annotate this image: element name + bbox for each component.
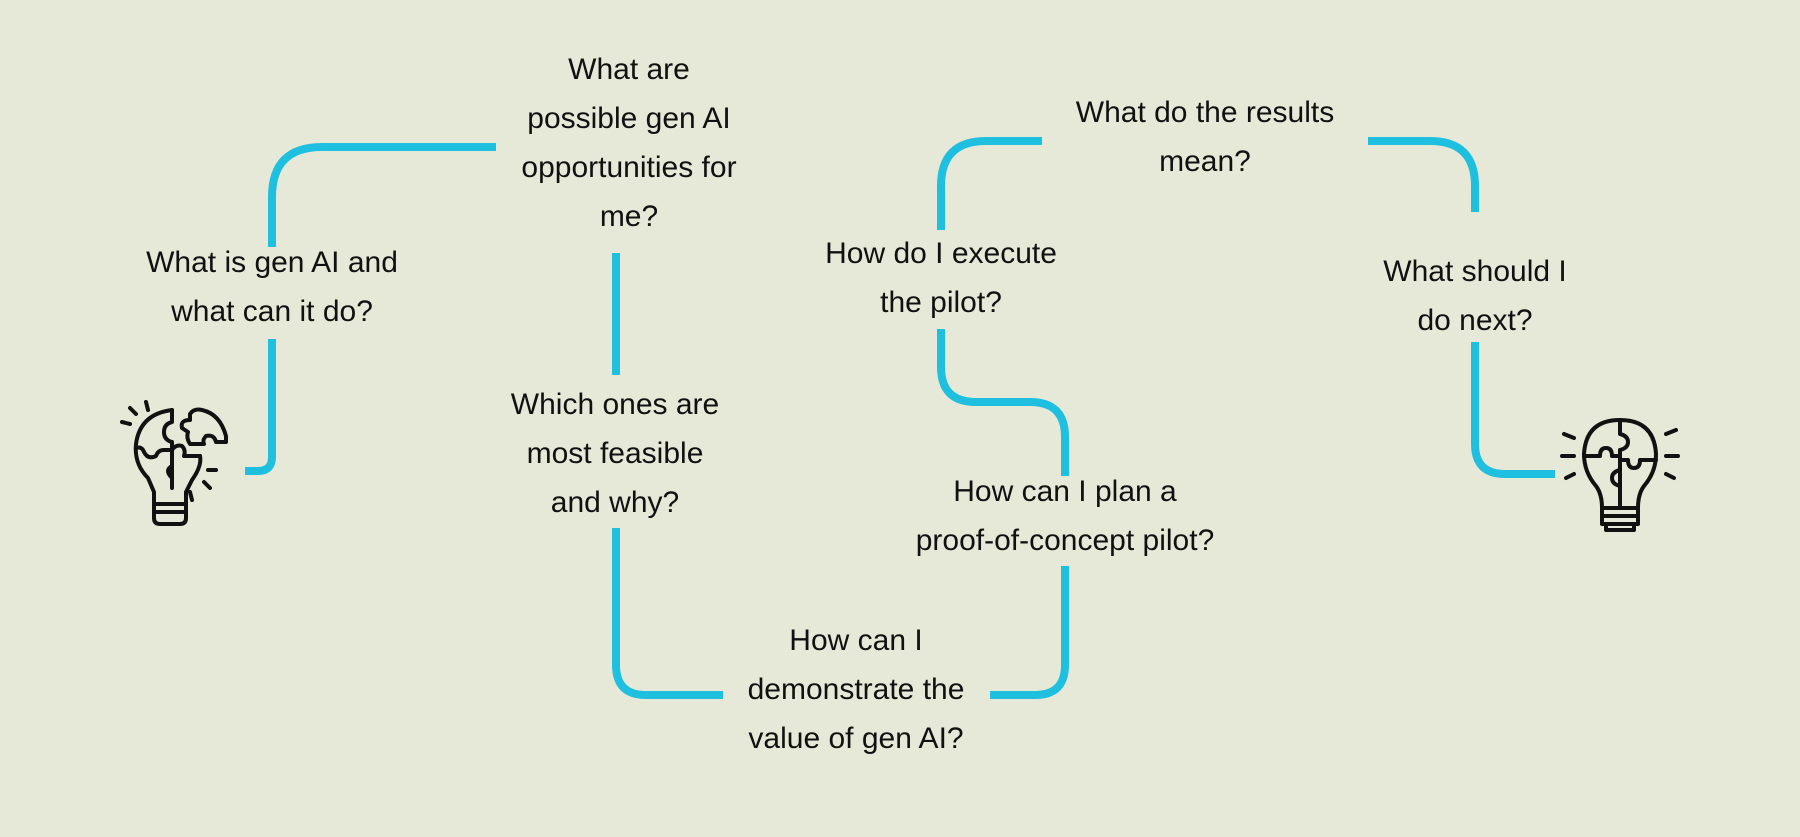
path-segment-1 xyxy=(245,339,276,475)
step-results-meaning: What do the results mean? xyxy=(1076,88,1334,186)
step-line: mean? xyxy=(1159,145,1251,178)
step-line: most feasible xyxy=(526,437,704,470)
step-execute-pilot: How do I execute the pilot? xyxy=(825,229,1057,327)
step-opportunities: What are possible gen AI opportunities f… xyxy=(521,45,736,241)
step-line: value of gen AI? xyxy=(748,722,964,755)
step-line: and why? xyxy=(550,486,680,519)
path-segment-8 xyxy=(1368,137,1479,212)
step-demonstrate-value: How can I demonstrate the value of gen A… xyxy=(748,616,965,763)
path-segment-2 xyxy=(268,143,496,247)
step-line: opportunities for xyxy=(521,151,737,184)
step-line: the pilot? xyxy=(880,286,1002,319)
path-segment-9 xyxy=(1471,342,1555,478)
path-segment-7 xyxy=(937,137,1042,230)
step-line: possible gen AI xyxy=(527,102,731,135)
step-line: do next? xyxy=(1417,304,1533,337)
path-segment-6 xyxy=(937,329,1069,476)
path-segment-4 xyxy=(612,528,723,699)
step-line: me? xyxy=(599,200,659,233)
step-next: What should I do next? xyxy=(1383,247,1566,345)
step-line: What are xyxy=(568,53,690,86)
path-segment-5 xyxy=(990,566,1069,699)
step-feasibility: Which ones are most feasible and why? xyxy=(511,380,719,527)
step-line: what can it do? xyxy=(171,295,373,328)
puzzle-lightbulb-incomplete-icon xyxy=(120,400,228,526)
step-line: proof-of-concept pilot? xyxy=(915,524,1215,557)
step-plan-pilot: How can I plan a proof-of-concept pilot? xyxy=(916,467,1215,565)
step-line: How do I execute xyxy=(825,237,1057,270)
step-line: How can I xyxy=(789,624,923,657)
step-line: demonstrate the xyxy=(747,673,965,706)
puzzle-lightbulb-complete-icon xyxy=(1560,418,1680,532)
step-line: Which ones are xyxy=(510,388,720,421)
step-line: What should I xyxy=(1383,255,1567,288)
step-line: How can I plan a xyxy=(953,475,1177,508)
step-what-is-gen-ai: What is gen AI and what can it do? xyxy=(146,238,398,336)
step-line: What is gen AI and xyxy=(146,246,398,279)
step-line: What do the results xyxy=(1075,96,1335,129)
